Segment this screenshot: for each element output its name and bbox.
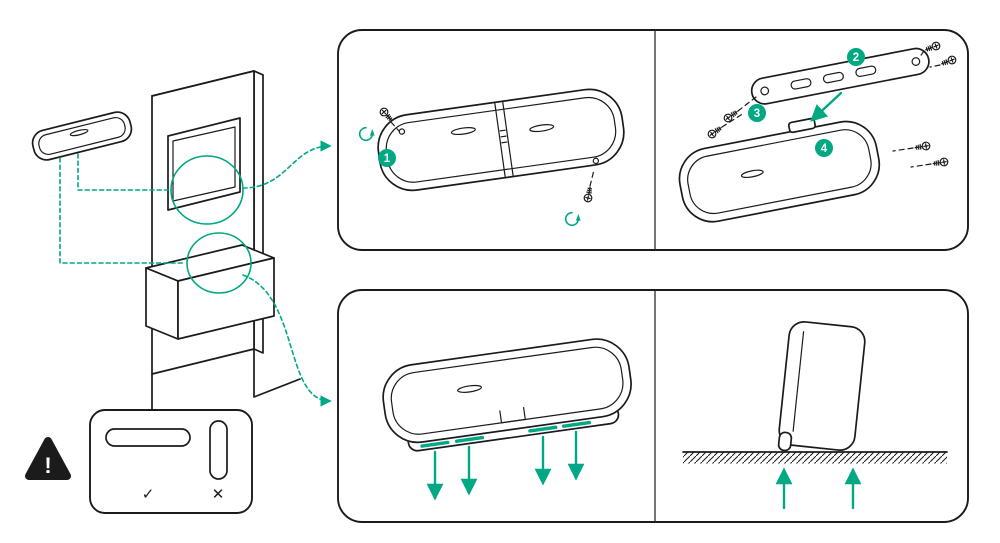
table-surface-hatch bbox=[683, 452, 947, 464]
panel-placement bbox=[337, 289, 969, 523]
bar-on-bracket bbox=[382, 338, 632, 452]
badge-circle bbox=[815, 139, 833, 157]
bar-slot-a bbox=[450, 126, 476, 136]
bar-notch bbox=[499, 406, 526, 424]
screw-hole-left bbox=[398, 128, 406, 135]
bar-slot bbox=[457, 384, 482, 393]
device-profile bbox=[778, 321, 866, 451]
bracket-slot bbox=[855, 65, 877, 78]
bracket-slot bbox=[822, 71, 844, 84]
warning-triangle-icon bbox=[25, 437, 71, 480]
table-placement-scene bbox=[682, 321, 948, 510]
bar-seam bbox=[494, 101, 514, 178]
screw-guide-line bbox=[910, 163, 932, 168]
bar-connector-pins bbox=[499, 129, 508, 144]
warning-note: ! ✓ ✕ bbox=[25, 409, 253, 514]
screw-guide-line bbox=[721, 112, 745, 128]
panel-bracket-assembly: 1 bbox=[337, 29, 969, 251]
screw-guide-line bbox=[390, 121, 400, 132]
badge-circle bbox=[847, 48, 865, 66]
badge-circle bbox=[378, 149, 396, 167]
stand-leg-right bbox=[253, 348, 301, 398]
horizontal-slot bbox=[105, 428, 191, 447]
bracket-hook-marks bbox=[420, 420, 592, 448]
mount-tab bbox=[787, 117, 817, 134]
device-front-edge bbox=[792, 331, 805, 432]
bracket-hole-left bbox=[760, 86, 770, 96]
screw-guide-line bbox=[918, 50, 925, 59]
screw-guide-line bbox=[892, 147, 914, 152]
bar-slot bbox=[740, 169, 764, 179]
bar-slot-b bbox=[529, 124, 555, 133]
device-side-view bbox=[777, 321, 866, 452]
display-stand bbox=[101, 70, 301, 461]
mount-highlight-screen bbox=[170, 155, 244, 225]
badge-number: 2 bbox=[853, 52, 859, 64]
bracket-alignment-scene bbox=[382, 338, 632, 501]
bracket-slot bbox=[790, 78, 812, 90]
step-badge-1: 1 bbox=[378, 149, 396, 167]
screw-guide-line bbox=[737, 96, 757, 112]
leader-bar-to-shelf bbox=[59, 157, 186, 264]
bracket-hole-right bbox=[911, 57, 921, 66]
step-2-4-scene: 2 3 4 bbox=[678, 40, 958, 223]
soundbar-rear-view bbox=[377, 88, 625, 192]
device-foot bbox=[777, 431, 793, 452]
soundbar-body bbox=[31, 111, 133, 161]
screen bbox=[167, 117, 241, 211]
screw-guide-line bbox=[929, 64, 941, 68]
correct-mark: ✓ bbox=[142, 485, 155, 503]
shelf-end-face bbox=[145, 267, 179, 340]
incorrect-mark: ✕ bbox=[212, 485, 225, 503]
badge-number: 4 bbox=[821, 143, 828, 155]
step-badge-3: 3 bbox=[748, 104, 766, 122]
orientation-box bbox=[89, 409, 253, 514]
mount-highlight-shelf bbox=[186, 232, 252, 294]
badge-circle bbox=[748, 104, 766, 122]
leader-to-bottom-panel bbox=[242, 274, 332, 407]
soundbar-device bbox=[31, 111, 133, 161]
step-badge-2: 2 bbox=[847, 48, 865, 66]
overview-scene bbox=[31, 70, 332, 461]
wall-bracket bbox=[750, 47, 930, 105]
vertical-slot bbox=[209, 420, 228, 480]
bar-back bbox=[382, 338, 632, 444]
hang-direction-arrow bbox=[810, 91, 843, 122]
soundbar-face bbox=[38, 116, 126, 156]
badge-number: 1 bbox=[384, 153, 391, 165]
warning-exclamation: ! bbox=[44, 453, 51, 478]
step-badge-4: 4 bbox=[815, 139, 833, 157]
step-1-scene: 1 bbox=[358, 88, 625, 227]
soundbar-slot bbox=[69, 128, 89, 137]
screw-guide-line bbox=[589, 169, 595, 187]
leader-to-top-panel bbox=[242, 140, 332, 189]
leader-bar-to-screen bbox=[77, 153, 170, 191]
screw-hole-right bbox=[592, 157, 600, 165]
badge-number: 3 bbox=[754, 108, 760, 120]
bar-front bbox=[687, 129, 872, 215]
